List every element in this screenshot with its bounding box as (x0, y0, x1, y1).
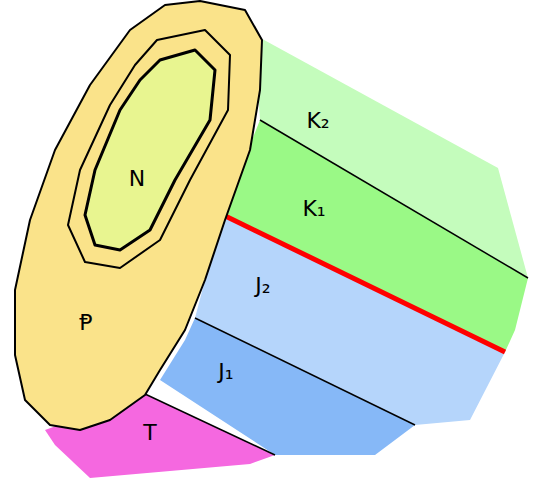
outer-band-outline (255, 35, 528, 278)
region-label: N (129, 166, 145, 191)
label-holder: K₂ (306, 108, 329, 133)
region-label: K₁ (302, 196, 325, 221)
outer-band: K₂ (255, 35, 528, 278)
boundary-line (68, 30, 230, 268)
label-holder: J₂ (255, 273, 270, 298)
label-holder: Ᵽ (79, 310, 92, 335)
region-shape (45, 394, 275, 478)
label-holder: K₁ (302, 196, 325, 221)
label-holder: J₁ (218, 359, 233, 384)
region-shape (15, 1, 262, 430)
region-label: T (143, 420, 156, 445)
region-label: J₂ (255, 273, 270, 298)
region-label: K₂ (306, 108, 329, 133)
inner-core-outline (85, 50, 215, 250)
front-face: ⱣN (15, 1, 262, 430)
region-shape (85, 50, 215, 250)
region-label: Ᵽ (79, 310, 92, 335)
region-label: J₁ (218, 359, 233, 384)
boundary-line (145, 394, 275, 455)
label-holder: T (143, 420, 156, 445)
label-holder: N (129, 166, 145, 191)
inner-core: N (85, 50, 215, 250)
